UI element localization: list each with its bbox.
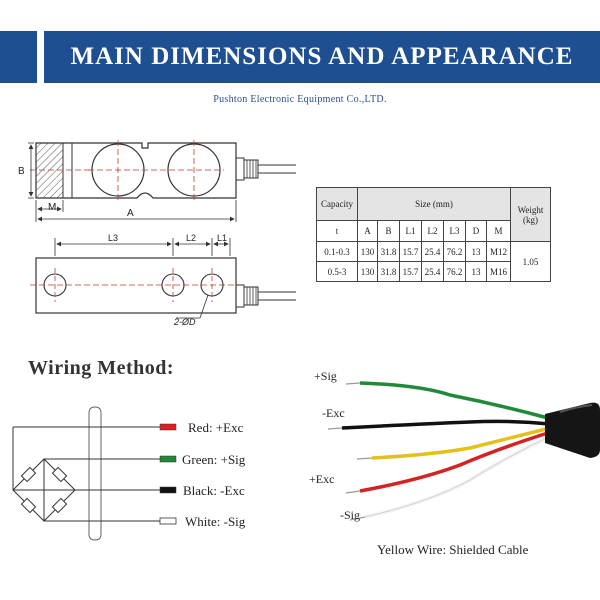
wire-label-green: Green: +Sig (182, 452, 246, 467)
table-header-capacity: Capacity (316, 187, 358, 221)
table-cell-weight: 1.05 (510, 241, 551, 282)
dim-label-hole: 2-ØD (173, 317, 196, 327)
table-cell: 76.2 (443, 261, 466, 282)
wiring-heading: Wiring Method: (28, 357, 175, 379)
dim-label-l3: L3 (108, 233, 118, 243)
table-cell: 15.7 (399, 261, 422, 282)
table-cell: 15.7 (399, 241, 422, 262)
table-cell: 13 (465, 241, 487, 262)
table-col-d: D (465, 220, 487, 242)
company-name: Pushton Electronic Equipment Co.,LTD. (213, 94, 387, 105)
table-col-m: M (486, 220, 511, 242)
cable-label-plus-sig: +Sig (314, 369, 337, 383)
cable-label-plus-exc: +Exc (309, 472, 335, 486)
cable-label-minus-sig: -Sig (340, 508, 361, 522)
table-cell: 25.4 (421, 261, 444, 282)
wire-swatch-red (159, 423, 177, 431)
shielded-cable-note: Yellow Wire: Shielded Cable (377, 542, 529, 557)
dim-label-l1: L1 (217, 233, 227, 243)
dim-label-b: B (18, 166, 25, 177)
table-row: 0.5-3 130 31.8 15.7 25.4 76.2 13 M16 (316, 261, 551, 282)
table-cell: 31.8 (377, 261, 400, 282)
banner-bar (44, 31, 600, 83)
banner-accent-bar (0, 31, 37, 83)
wire-label-black: Black: -Exc (183, 483, 245, 498)
table-cell-capacity: 0.1-0.3 (316, 241, 358, 262)
table-col-a: A (357, 220, 378, 242)
table-cell: 25.4 (421, 241, 444, 262)
wire-swatch-green (159, 455, 177, 463)
table-cell: 31.8 (377, 241, 400, 262)
load-cell-top-view (28, 140, 296, 222)
page-title: MAIN DIMENSIONS AND APPEARANCE (70, 43, 574, 70)
table-row: 0.1-0.3 130 31.8 15.7 25.4 76.2 13 M12 1… (316, 241, 551, 282)
dim-label-a: A (127, 208, 134, 219)
dim-label-l2: L2 (186, 233, 196, 243)
table-col-b: B (377, 220, 400, 242)
dim-label-m: M (48, 202, 56, 213)
wire-swatch-black (159, 486, 177, 494)
title-banner: MAIN DIMENSIONS AND APPEARANCE (0, 31, 600, 83)
table-cell-capacity: 0.5-3 (316, 261, 358, 282)
table-cell: 130 (357, 261, 378, 282)
table-cell: M12 (486, 241, 511, 262)
cable-label-minus-exc: -Exc (322, 406, 345, 420)
wiring-schematic (12, 406, 160, 541)
cable-illustration (327, 381, 600, 521)
load-cell-side-view (30, 238, 296, 319)
table-header-weight: Weight (kg) (510, 187, 551, 242)
table-col-l2: L2 (421, 220, 444, 242)
table-col-l1: L1 (399, 220, 422, 242)
table-cell: M16 (486, 261, 511, 282)
wire-label-red: Red: +Exc (188, 420, 244, 435)
dimension-table: Capacity Size (mm) Weight (kg) t A B L1 … (316, 187, 551, 282)
table-cell: 13 (465, 261, 487, 282)
wire-label-white: White: -Sig (185, 514, 246, 529)
table-cell: 130 (357, 241, 378, 262)
table-subheader-t: t (316, 220, 358, 242)
wire-swatch-white (159, 517, 177, 525)
table-cell: 76.2 (443, 241, 466, 262)
table-col-l3: L3 (443, 220, 466, 242)
table-header-size: Size (mm) (357, 187, 511, 221)
